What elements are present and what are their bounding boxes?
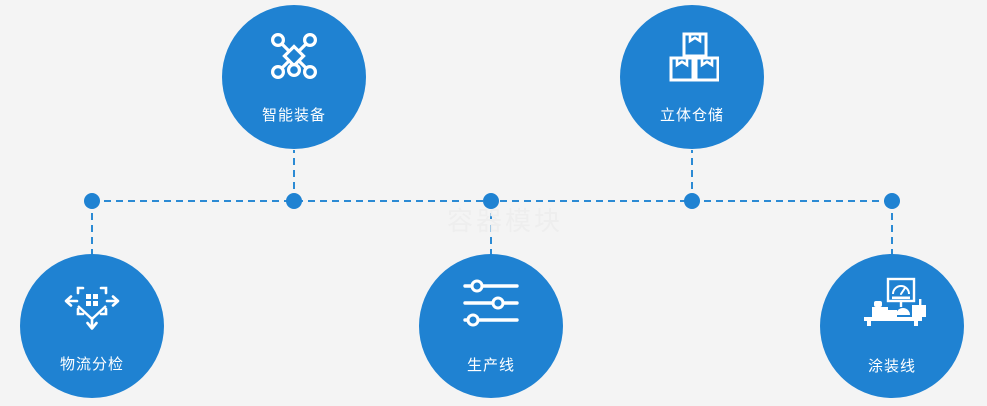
junction-dot-production-line[interactable] xyxy=(483,193,499,209)
node-painting-line[interactable]: 涂装线 xyxy=(820,254,964,398)
node-label-production-line: 生产线 xyxy=(466,356,515,374)
node-label-smart-equipment: 智能装备 xyxy=(261,106,326,124)
node-logistics-sorting[interactable]: 物流分检 xyxy=(20,254,164,398)
junction-dot-stereo-warehouse[interactable] xyxy=(684,193,700,209)
node-smart-equipment[interactable]: 智能装备 xyxy=(222,5,366,149)
sorting-arrows-icon xyxy=(61,279,123,333)
stacked-boxes-icon xyxy=(665,30,720,82)
node-label-logistics-sorting: 物流分检 xyxy=(59,355,124,373)
watermark-text: 容器模块 xyxy=(447,206,564,236)
factory-machine-icon xyxy=(856,277,928,329)
network-topology-icon xyxy=(266,30,322,82)
node-label-painting-line: 涂装线 xyxy=(867,357,916,375)
node-label-stereo-warehouse: 立体仓储 xyxy=(659,106,724,124)
junction-dot-smart-equipment[interactable] xyxy=(286,193,302,209)
junction-dot-logistics-sorting[interactable] xyxy=(84,193,100,209)
sliders-icon xyxy=(460,278,522,328)
junction-dot-painting-line[interactable] xyxy=(884,193,900,209)
node-stereo-warehouse[interactable]: 立体仓储 xyxy=(620,5,764,149)
node-production-line[interactable]: 生产线 xyxy=(419,254,563,398)
